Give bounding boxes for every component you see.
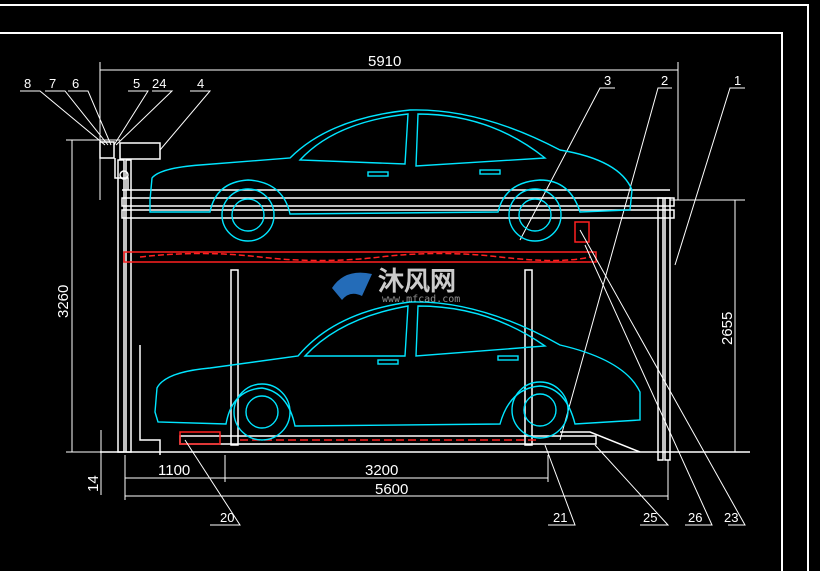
dim-total-width: 5910 bbox=[368, 53, 401, 70]
part-label-25: 25 bbox=[643, 510, 657, 525]
part-label-23: 23 bbox=[724, 510, 738, 525]
part-label-3: 3 bbox=[604, 73, 611, 88]
upper-car bbox=[149, 109, 633, 242]
dim-total-height: 3260 bbox=[55, 285, 72, 318]
watermark: 沐风网 www.mfcad.com bbox=[332, 267, 460, 305]
watermark-text: 沐风网 bbox=[378, 267, 456, 297]
leader-lines bbox=[20, 87, 746, 526]
part-label-2: 2 bbox=[661, 73, 668, 88]
part-label-6: 6 bbox=[72, 76, 79, 91]
part-label-26: 26 bbox=[688, 510, 702, 525]
part-label-1: 1 bbox=[734, 73, 741, 88]
dimension-lines bbox=[66, 62, 745, 500]
lift-frame bbox=[99, 141, 675, 461]
red-platforms bbox=[123, 221, 597, 445]
part-label-5: 5 bbox=[133, 76, 140, 91]
part-label-4: 4 bbox=[197, 76, 204, 91]
part-label-8: 8 bbox=[24, 76, 31, 91]
dim-bottom-gap: 14 bbox=[85, 475, 102, 492]
dim-left-offset: 1100 bbox=[158, 462, 190, 479]
part-label-24: 24 bbox=[152, 76, 166, 91]
watermark-url: www.mfcad.com bbox=[382, 294, 460, 305]
watermark-logo-icon bbox=[332, 272, 372, 300]
part-label-7: 7 bbox=[49, 76, 56, 91]
dim-lower-span: 3200 bbox=[365, 462, 398, 479]
lower-car bbox=[154, 301, 641, 441]
dim-platform-height: 2655 bbox=[719, 312, 736, 345]
part-label-21: 21 bbox=[553, 510, 567, 525]
drawing-frame bbox=[0, 4, 809, 571]
dim-base-width: 5600 bbox=[375, 481, 408, 498]
part-label-20: 20 bbox=[220, 510, 234, 525]
